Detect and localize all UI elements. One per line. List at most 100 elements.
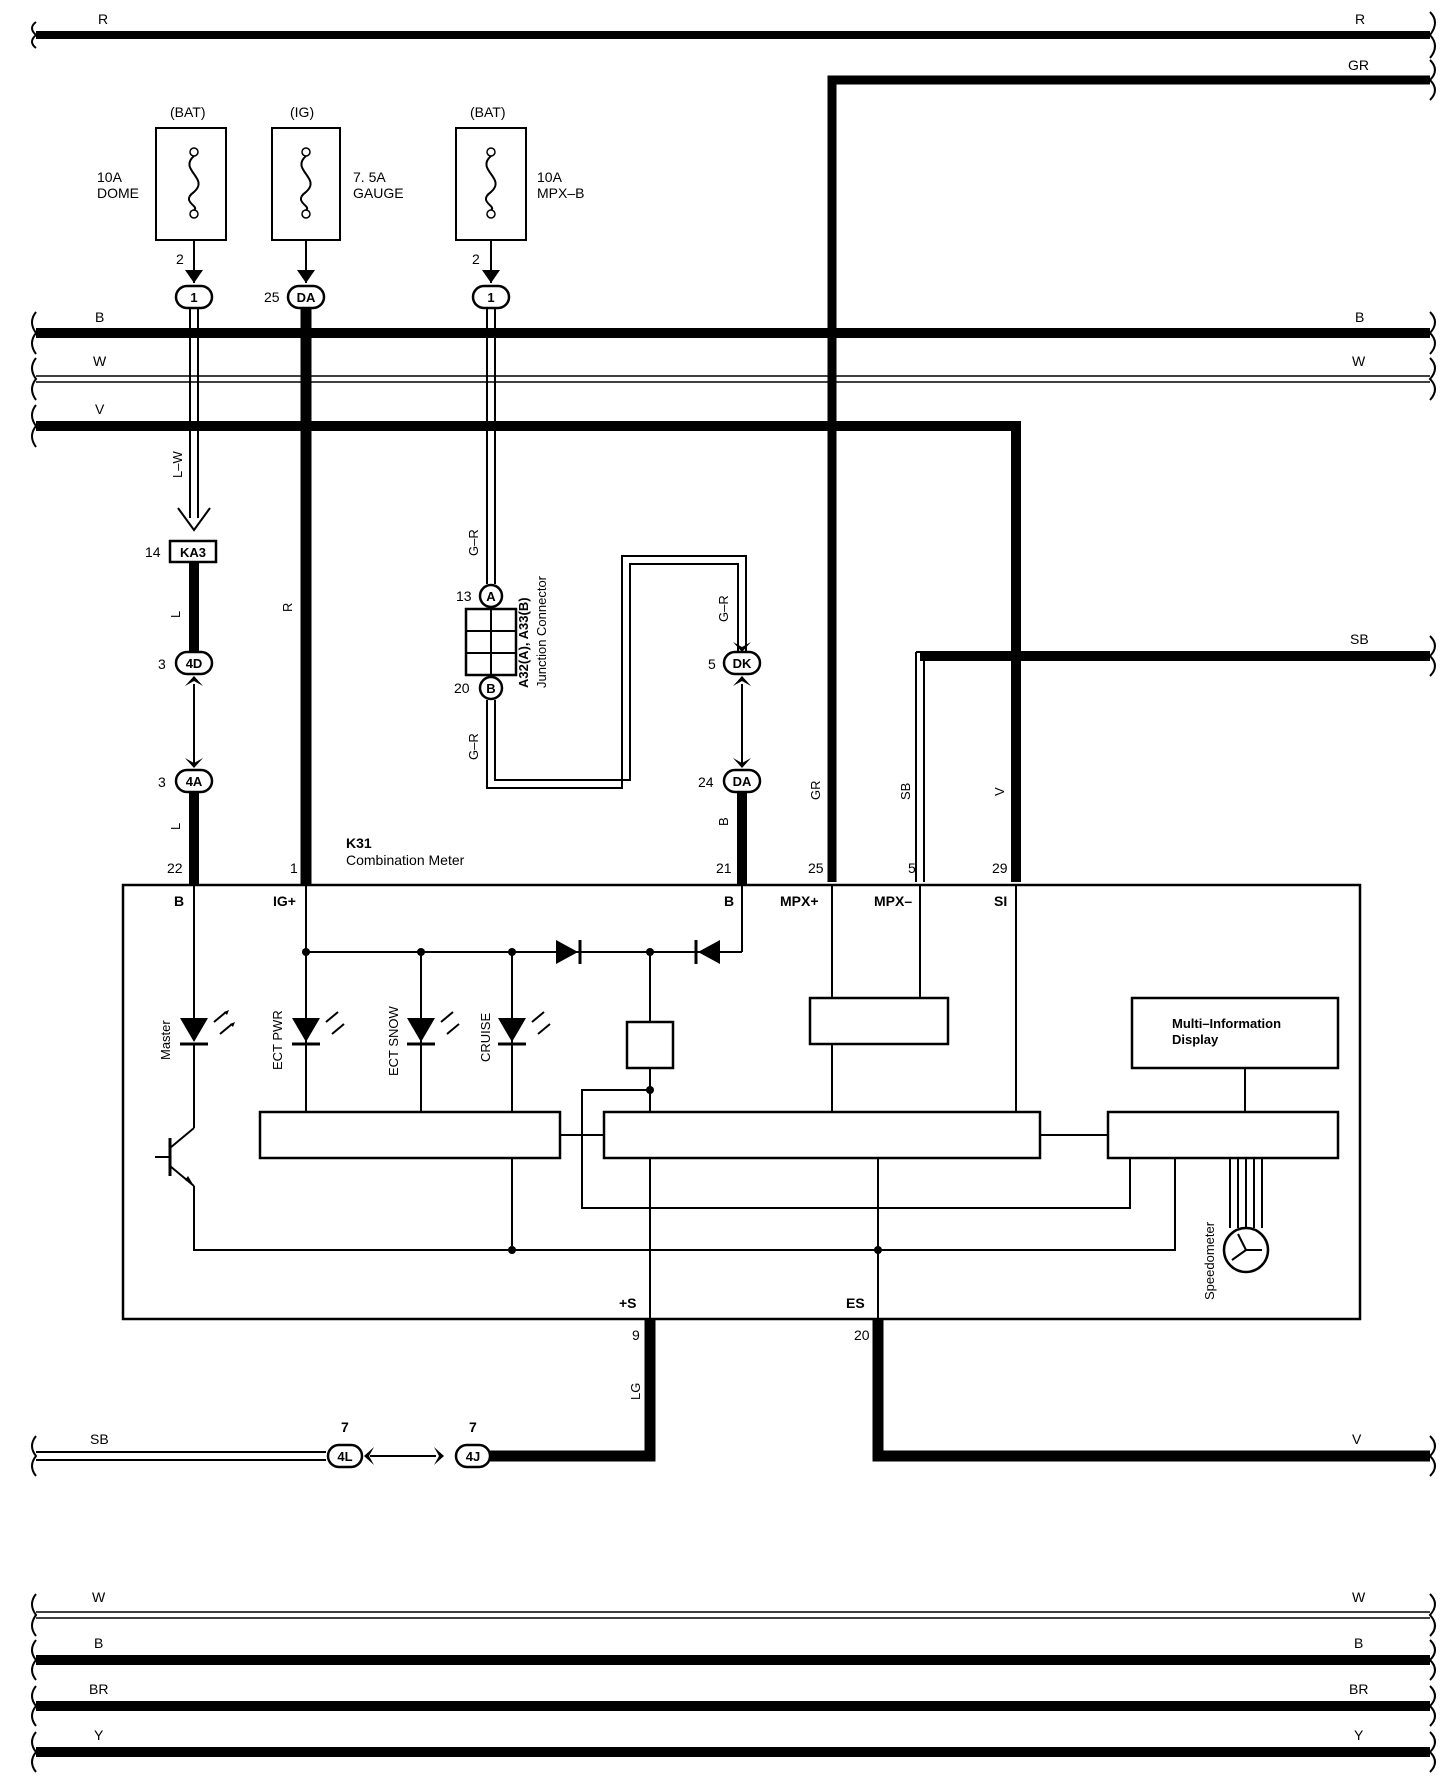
connector-ka3 <box>168 539 218 564</box>
pin-num: 9 <box>632 1327 640 1343</box>
bottom-harness: LG V SB 4L 7 4J 7 <box>31 1319 1436 1477</box>
connectors: 1 DA 1 KA3 14 4D 3 4A 3 A 13 B 20 A32(A)… <box>145 284 762 794</box>
connector-4d <box>174 650 214 676</box>
connector-pin: 24 <box>698 774 714 790</box>
wire-label-w-left: W <box>93 353 107 369</box>
pin-num: 22 <box>167 860 183 876</box>
connector-id: 4A <box>186 774 203 789</box>
fuse-gauge: (IG) 7. 5A GAUGE 25 <box>264 104 404 305</box>
fuse-name: DOME <box>97 185 139 201</box>
fuse-pin: 25 <box>264 289 280 305</box>
connector-1-dome <box>174 284 214 310</box>
wire-label-b-bottom-left: B <box>94 1635 103 1651</box>
wire-label-v-left: V <box>95 401 105 417</box>
connector-1-mpx <box>471 284 511 310</box>
junction-connector-ids: A32(A), A33(B) <box>516 597 531 688</box>
pin-name: B <box>724 893 734 909</box>
connector-id: DA <box>733 774 752 789</box>
pin-num: 20 <box>854 1327 870 1343</box>
connector-junction-b <box>478 675 504 701</box>
meter-cpu-block <box>602 1110 1042 1160</box>
wire-color-lw: L–W <box>170 451 185 478</box>
wire-label-gr-right: GR <box>1348 57 1369 73</box>
pin-num: 21 <box>716 860 732 876</box>
wire-label-w-bottom-right: W <box>1352 1589 1366 1605</box>
relay-box <box>625 1020 675 1070</box>
connector-pin: 13 <box>456 588 472 604</box>
fuse-source: (IG) <box>290 104 314 120</box>
fuse-source: (BAT) <box>470 104 506 120</box>
connector-da <box>722 768 762 794</box>
connector-4a <box>174 768 214 794</box>
connector-id: 1 <box>190 290 197 305</box>
fuse-mpx-b: (BAT) 10A MPX–B 2 <box>455 104 584 267</box>
meter-name: Combination Meter <box>346 852 465 868</box>
fuse-icon <box>484 155 497 211</box>
diode-icon <box>698 940 720 964</box>
display-driver-block <box>1106 1110 1340 1160</box>
wire-label-r-left: R <box>98 11 108 27</box>
wire-label-r-right: R <box>1355 11 1365 27</box>
led-label-ect-snow: ECT SNOW <box>386 1005 401 1076</box>
connector-id: A <box>486 589 496 604</box>
wire-label-v-bottom: V <box>1352 1431 1362 1447</box>
connector-pin: 3 <box>158 774 166 790</box>
wire-label-w-bottom-left: W <box>92 1589 106 1605</box>
connector-id: DK <box>733 656 752 671</box>
led-label-master: Master <box>158 1020 173 1060</box>
wire-label-b-left: B <box>95 309 104 325</box>
wire-color-v: V <box>992 787 1007 796</box>
mpx-interface-block <box>808 996 950 1046</box>
fuse-name: GAUGE <box>353 185 404 201</box>
fuse-rating: 7. 5A <box>353 169 386 185</box>
connector-id: 4J <box>466 1449 480 1464</box>
wire-label-sb-right: SB <box>1350 631 1369 647</box>
fuse-rating: 10A <box>537 169 563 185</box>
connector-4l <box>326 1443 364 1469</box>
fuse-name: MPX–B <box>537 185 584 201</box>
led-label-cruise: CRUISE <box>478 1013 493 1062</box>
connector-id: 4D <box>186 656 203 671</box>
wire-label-w-right: W <box>1352 353 1366 369</box>
combination-meter: K31 Combination Meter 22 B 1 IG+ 21 B 25… <box>121 835 1362 1343</box>
fuse-leads <box>185 240 500 283</box>
wire-label-br-bottom-right: BR <box>1349 1681 1368 1697</box>
pin-num: 1 <box>290 860 298 876</box>
wire-label-sb-bottom: SB <box>90 1431 109 1447</box>
led-icon <box>292 1018 320 1042</box>
bus-wires-top: R R GR B B W W V SB <box>31 11 1436 882</box>
wire-color-l2: L <box>168 823 183 830</box>
mid-label-2: Display <box>1172 1032 1219 1047</box>
bus-wires-bottom: W W B B BR BR Y Y <box>31 1589 1436 1773</box>
mid-label-1: Multi–Information <box>1172 1016 1281 1031</box>
multi-information-display <box>1130 996 1340 1070</box>
connector-dk <box>722 650 762 676</box>
connector-pin: 7 <box>341 1419 349 1435</box>
led-icon <box>180 1018 208 1042</box>
pin-name: ES <box>846 1295 865 1311</box>
wire-label-y-bottom-right: Y <box>1354 1727 1364 1743</box>
pin-name: B <box>174 893 184 909</box>
wire-color-l1: L <box>168 611 183 618</box>
fuse-pin: 2 <box>472 251 480 267</box>
led-label-ect-pwr: ECT PWR <box>270 1010 285 1070</box>
fuse-dome: (BAT) 10A DOME 2 <box>97 104 227 267</box>
wire-label-b-right: B <box>1355 309 1364 325</box>
pin-num: 29 <box>992 860 1008 876</box>
speedometer-label: Speedometer <box>1202 1221 1217 1300</box>
connector-id: KA3 <box>180 545 206 560</box>
pin-name: SI <box>994 893 1007 909</box>
wire-color-lg: LG <box>628 1383 643 1400</box>
connector-pin: 3 <box>158 656 166 672</box>
led-icon <box>498 1018 526 1042</box>
connector-da-gauge <box>286 284 326 310</box>
connector-junction-a <box>478 583 504 609</box>
led-driver-block <box>258 1110 562 1160</box>
fuse-source: (BAT) <box>170 104 206 120</box>
led-icon <box>407 1018 435 1042</box>
wire-color-gr3: G–R <box>716 595 731 622</box>
meter-code: K31 <box>346 835 372 851</box>
wire-color-gr: GR <box>808 781 823 801</box>
wire-color-b: B <box>716 817 731 826</box>
